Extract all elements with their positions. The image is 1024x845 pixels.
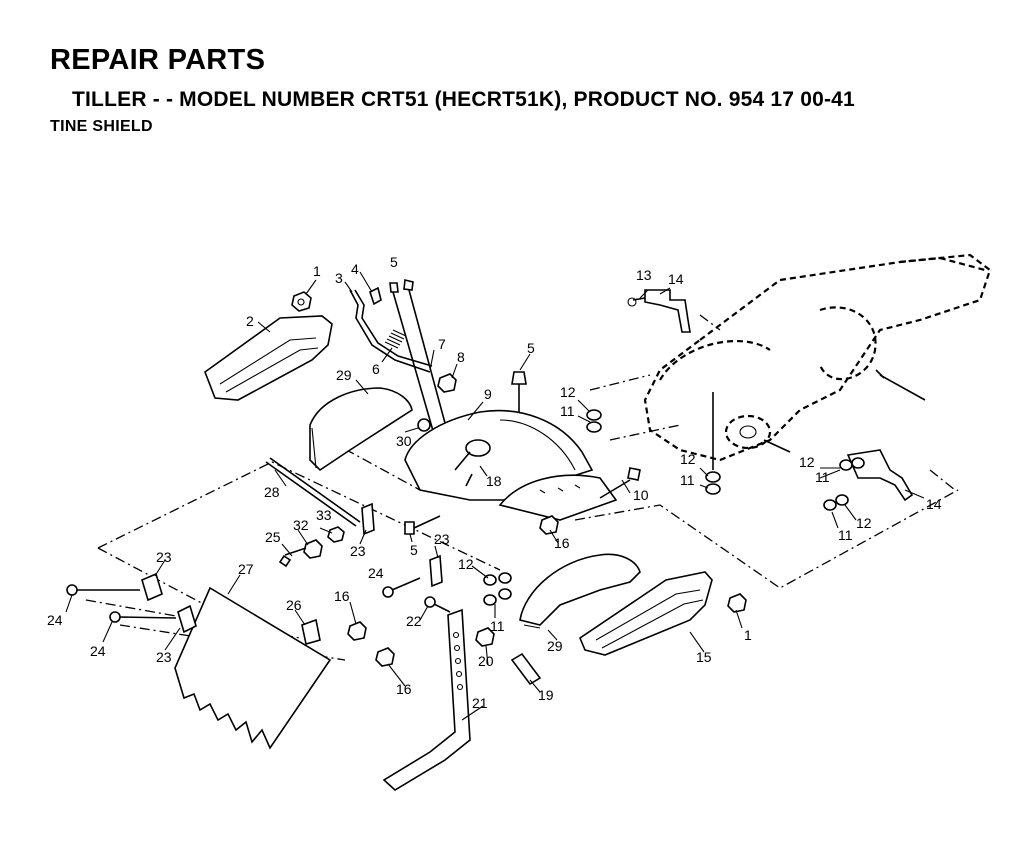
callout-14-bottom: 14: [926, 496, 942, 512]
washers-center: [483, 572, 512, 606]
page-title: REPAIR PARTS: [50, 44, 266, 76]
callout-14-top: 14: [668, 271, 684, 287]
callout-11-e: 11: [490, 618, 505, 634]
callout-7: 7: [438, 336, 446, 352]
callout-12-c: 12: [799, 454, 815, 470]
callout-19: 19: [538, 687, 554, 703]
tine-flap: [174, 586, 332, 750]
callout-11-a: 11: [560, 403, 575, 419]
callout-12-a: 12: [560, 384, 576, 400]
callout-11-b: 11: [680, 472, 695, 488]
callout-9: 9: [484, 386, 492, 402]
callout-16-center: 16: [554, 535, 570, 551]
callout-23-center-a: 23: [350, 543, 366, 559]
depth-bar-lever: [349, 286, 433, 373]
callout-12-e: 12: [458, 556, 474, 572]
rear-shield-right: [519, 553, 641, 629]
callout-8: 8: [457, 349, 465, 365]
callout-12-d: 12: [856, 515, 872, 531]
clamps-23-left: [141, 572, 197, 634]
callout-12-b: 12: [680, 451, 696, 467]
callout-3: 3: [335, 270, 343, 286]
callout-23-left-bottom: 23: [156, 649, 172, 665]
transmission-housing: [643, 253, 992, 462]
callout-33: 33: [316, 507, 332, 523]
nuts-32-33: [278, 526, 345, 568]
callout-23-left-top: 23: [156, 549, 172, 565]
callout-1-top: 1: [313, 263, 321, 279]
bolt-22: [424, 596, 451, 613]
nut-20-pin-19: [475, 627, 542, 686]
callout-28: 28: [264, 484, 280, 500]
rod-28: [265, 457, 361, 527]
callout-20: 20: [478, 653, 494, 669]
nut-16-shield: [539, 515, 559, 535]
bolt-10: [599, 467, 641, 499]
callout-27: 27: [238, 561, 254, 577]
callout-21: 21: [472, 695, 488, 711]
nut-30: [417, 418, 431, 432]
nut-1-top: [291, 291, 312, 312]
side-plate-left: [204, 315, 333, 401]
rear-shield-left: [309, 387, 413, 472]
callout-11-c: 11: [815, 469, 830, 485]
callout-6: 6: [372, 361, 380, 377]
depth-bar: [382, 608, 471, 791]
callout-15: 15: [696, 649, 712, 665]
callout-25: 25: [265, 529, 281, 545]
callout-22: 22: [406, 613, 422, 629]
bracket-14-bottom: [823, 449, 914, 511]
callout-1-bottom: 1: [744, 627, 752, 643]
bolt-18: [454, 439, 491, 487]
callout-18: 18: [486, 473, 502, 489]
callout-11-d: 11: [838, 527, 853, 543]
callout-5-top: 5: [390, 254, 398, 270]
bracket-14-top: [627, 289, 691, 333]
washers-a: [586, 409, 602, 433]
callout-26: 26: [286, 597, 302, 613]
callout-24-left-top: 24: [47, 612, 63, 628]
callout-29-bottom: 29: [547, 638, 563, 654]
nuts-16-left: [347, 621, 395, 667]
clamp-23-center: [361, 502, 443, 588]
callout-10: 10: [633, 487, 649, 503]
callout-16-left-top: 16: [334, 588, 350, 604]
bolts-24-left: [66, 584, 177, 623]
model-subtitle: TILLER - - MODEL NUMBER CRT51 (HECRT51K)…: [72, 88, 855, 111]
main-tine-shield: [404, 409, 618, 521]
side-plate-right: [579, 571, 713, 656]
callout-23-center-b: 23: [434, 531, 450, 547]
nut-1-bottom: [727, 593, 747, 613]
callout-30: 30: [396, 433, 412, 449]
callout-5-right: 5: [527, 340, 535, 356]
bracket-26: [301, 618, 321, 646]
callout-numbers: 1 2 3 4 5 6 7 8 5 29 9 30 12 11 13 14 12…: [47, 254, 942, 711]
callout-5-center: 5: [410, 542, 418, 558]
callout-32: 32: [293, 517, 309, 533]
section-title: TINE SHIELD: [50, 118, 153, 135]
callout-24-left-bottom: 24: [90, 643, 106, 659]
callout-16-left-bottom: 16: [396, 681, 412, 697]
callout-29-top: 29: [336, 367, 352, 383]
leader-lines: [65, 271, 925, 721]
bolt-24-center: [382, 577, 421, 598]
callout-24-center: 24: [368, 565, 384, 581]
callout-2: 2: [246, 313, 254, 329]
callout-13: 13: [636, 267, 652, 283]
callout-4: 4: [351, 261, 359, 277]
washers-b: [705, 392, 721, 495]
nut-8: [437, 373, 457, 393]
